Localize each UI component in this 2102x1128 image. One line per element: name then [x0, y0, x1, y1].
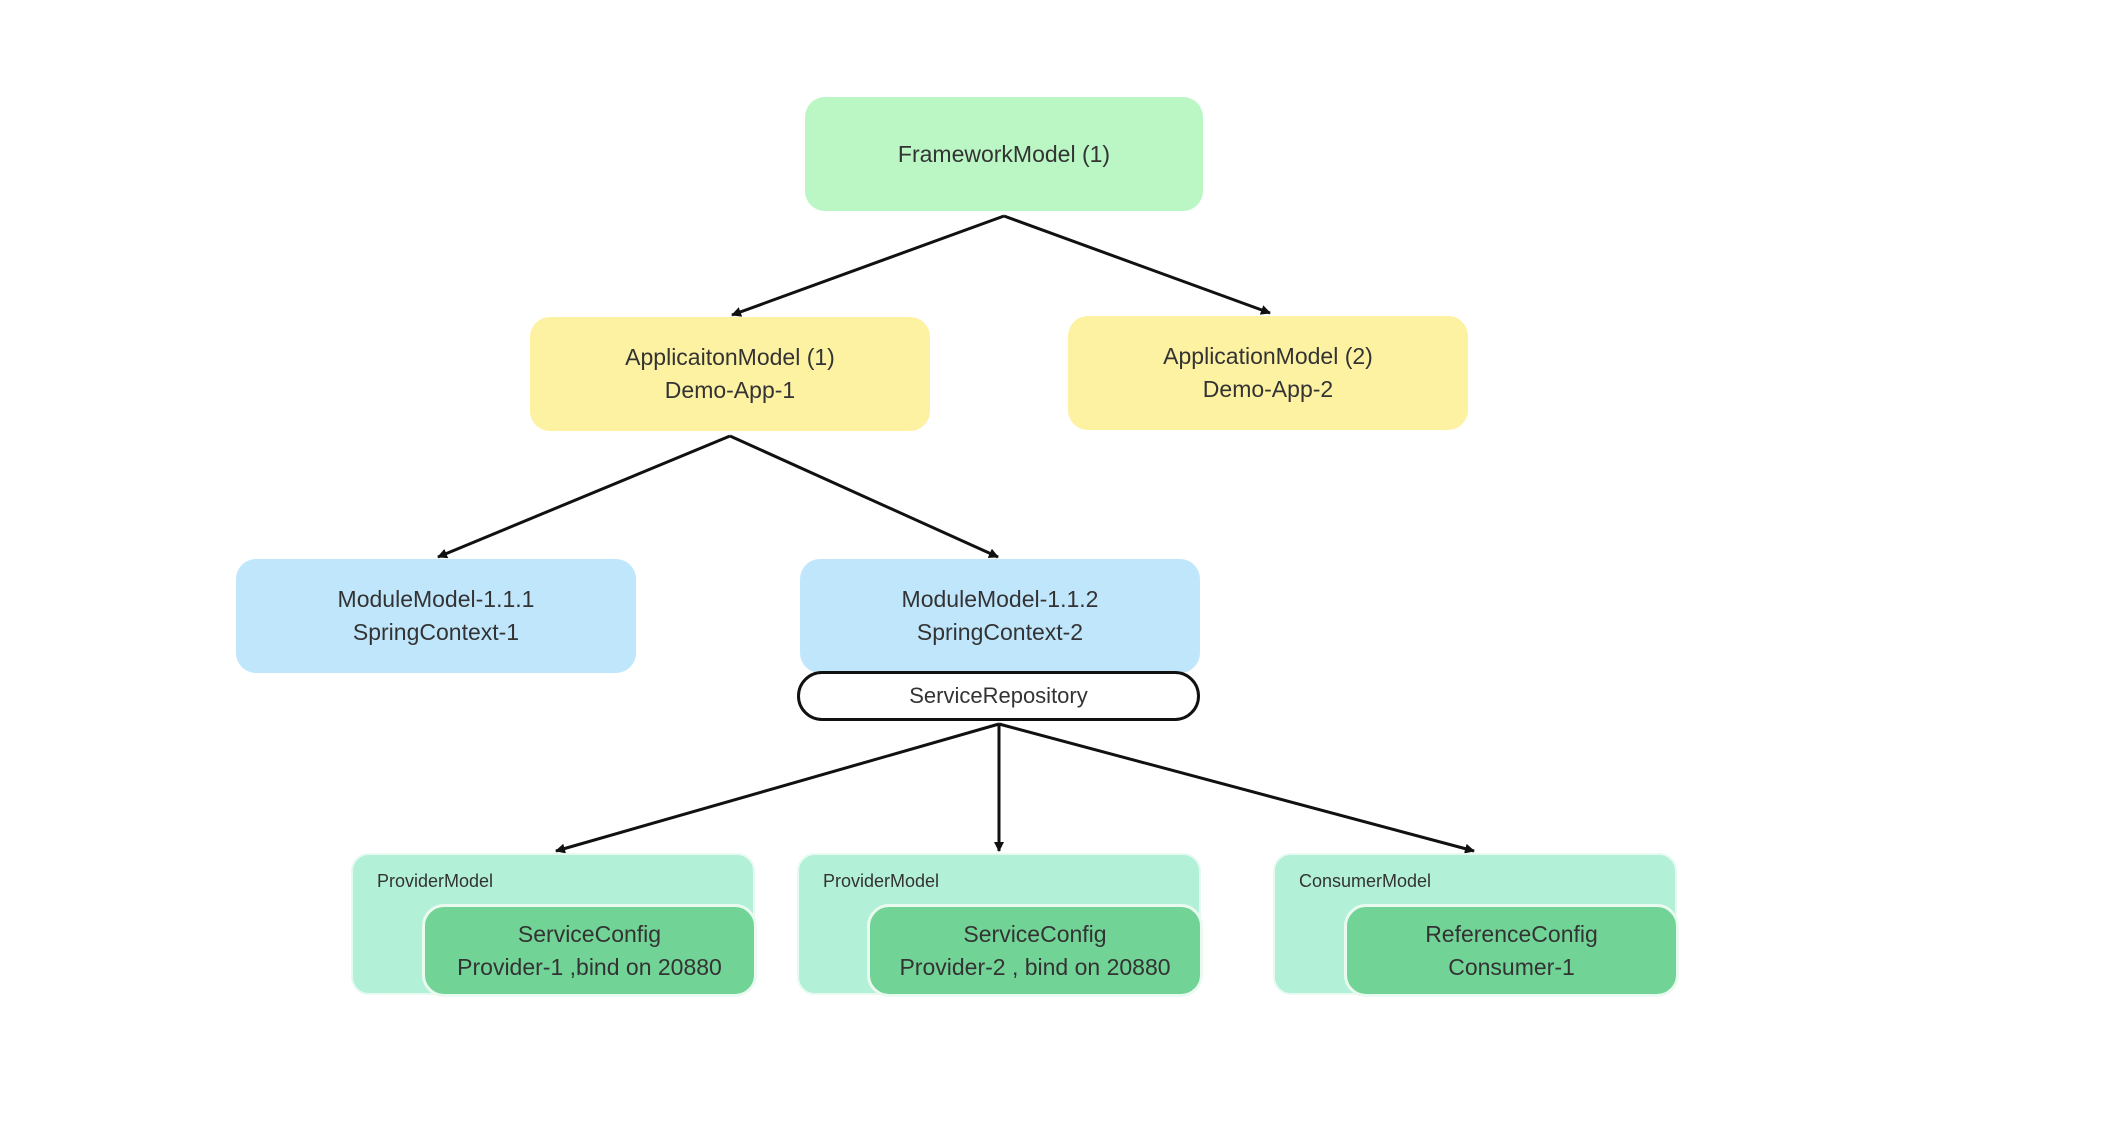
framework-model-node: FrameworkModel (1)	[805, 97, 1203, 211]
application-model-2-subtitle: Demo-App-2	[1202, 376, 1334, 402]
edge-app1-to-mod2	[729, 434, 999, 559]
application-model-2-title: ApplicationModel (2)	[1163, 343, 1373, 369]
module-model-2-subtitle: SpringContext-2	[916, 619, 1084, 645]
reference-config-1-subtitle: Consumer-1	[1448, 953, 1575, 980]
framework-model-label: FrameworkModel (1)	[897, 140, 1111, 167]
edge-app1-to-mod1	[437, 434, 731, 559]
module-model-2-title: ModuleModel-1.1.2	[901, 586, 1099, 612]
service-config-1-node: ServiceConfig Provider-1 ,bind on 20880	[422, 904, 757, 997]
edge-framework-to-app2	[1003, 214, 1271, 315]
application-model-2-node: ApplicationModel (2) Demo-App-2	[1068, 316, 1468, 430]
service-config-1-subtitle: Provider-1 ,bind on 20880	[457, 953, 722, 980]
consumer-model-1-label: ConsumerModel	[1299, 871, 1432, 891]
application-model-1-subtitle: Demo-App-1	[664, 377, 796, 403]
edge-repo-to-cons1	[998, 722, 1475, 854]
service-repository-node: ServiceRepository	[797, 671, 1200, 721]
provider-model-1-node: ProviderModel ServiceConfig Provider-1 ,…	[351, 853, 757, 997]
service-config-1-title: ServiceConfig	[517, 920, 662, 947]
consumer-model-1-node: ConsumerModel ReferenceConfig Consumer-1	[1273, 853, 1679, 997]
application-model-1-title: ApplicaitonModel (1)	[625, 344, 835, 370]
service-config-2-subtitle: Provider-2 , bind on 20880	[899, 953, 1171, 980]
service-repository-label: ServiceRepository	[909, 683, 1088, 708]
reference-config-1-title: ReferenceConfig	[1425, 920, 1598, 947]
service-config-2-node: ServiceConfig Provider-2 , bind on 20880	[867, 904, 1203, 997]
module-model-1-title: ModuleModel-1.1.1	[337, 586, 535, 612]
reference-config-1-node: ReferenceConfig Consumer-1	[1344, 904, 1679, 997]
module-model-1-node: ModuleModel-1.1.1 SpringContext-1	[236, 559, 636, 673]
provider-model-2-label: ProviderModel	[823, 871, 940, 891]
module-model-1-subtitle: SpringContext-1	[352, 619, 520, 645]
module-model-2-node: ModuleModel-1.1.2 SpringContext-2	[800, 559, 1200, 673]
edge-repo-to-prov1	[555, 722, 1000, 854]
edge-framework-to-app1	[731, 214, 1005, 317]
service-config-2-title: ServiceConfig	[963, 920, 1107, 947]
application-model-1-node: ApplicaitonModel (1) Demo-App-1	[530, 317, 930, 431]
provider-model-1-label: ProviderModel	[377, 871, 494, 891]
provider-model-2-node: ProviderModel ServiceConfig Provider-2 ,…	[797, 853, 1203, 997]
